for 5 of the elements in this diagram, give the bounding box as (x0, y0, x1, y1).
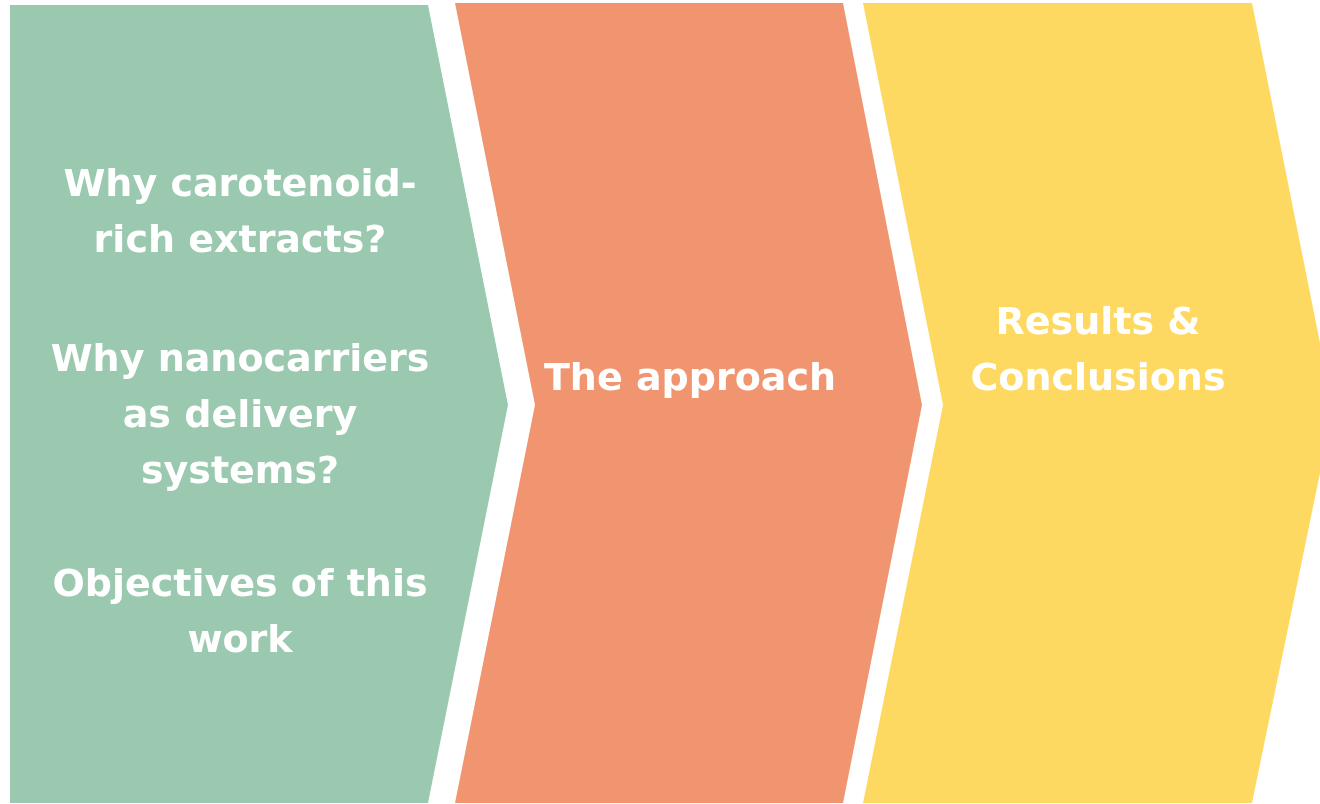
heading-text: Why nanocarriers as delivery systems? (49, 335, 431, 494)
heading-text: The approach (542, 354, 838, 401)
heading-text: Objectives of this work (51, 560, 429, 663)
heading-text: Results & Conclusions (969, 298, 1227, 401)
heading-text: Why carotenoid-rich extracts? (62, 160, 418, 263)
